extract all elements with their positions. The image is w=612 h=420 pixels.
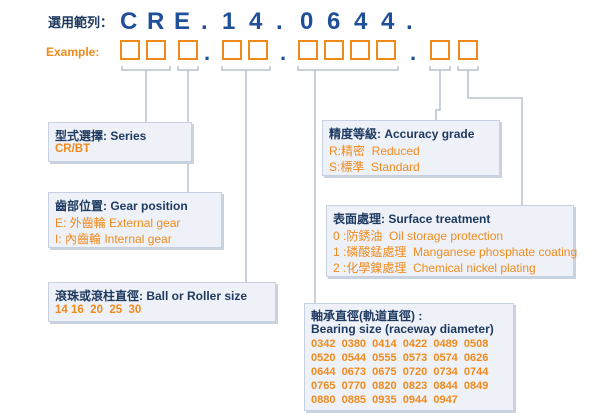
code-box xyxy=(458,40,478,60)
code-char: E xyxy=(174,8,192,35)
surface-option-2: 2 :化學鎳處理 Chemical nickel plating xyxy=(333,261,536,275)
code-char: 1 xyxy=(222,8,237,35)
ball-size-title: 滾珠或滾柱直徑: Ball or Roller size xyxy=(55,289,248,303)
code-char: 4 xyxy=(249,8,264,35)
gear-option-internal: I: 內齒輪 Internal gear xyxy=(55,232,172,246)
bearing-size-panel: 軸承直徑(軌道直徑) : Bearing size (raceway diame… xyxy=(304,303,514,411)
ball-size-values: 14 16 20 25 30 xyxy=(55,304,142,316)
separator-dot: . xyxy=(280,40,287,65)
bearing-row: 0342 0380 0414 0422 0489 0508 xyxy=(311,338,489,350)
code-box xyxy=(222,40,242,60)
ball-size-panel: 滾珠或滾柱直徑: Ball or Roller size 14 16 20 25… xyxy=(48,282,276,322)
code-box xyxy=(298,40,318,60)
example-label: Example: xyxy=(46,45,100,59)
code-box xyxy=(376,40,396,60)
code-char: . xyxy=(201,8,209,35)
code-char: 0 xyxy=(300,8,315,35)
bearing-title-zh: 軸承直徑(軌道直徑) : xyxy=(311,309,423,323)
gear-option-external: E: 外齒輪 External gear xyxy=(55,216,181,230)
bearing-title-en: Bearing size (raceway diameter) xyxy=(311,322,494,336)
surface-panel: 表面處理: Surface treatment 0 :防銹油 Oil stora… xyxy=(326,205,578,277)
series-title: 型式選擇: Series xyxy=(55,129,147,143)
code-box xyxy=(178,40,198,60)
accuracy-option-reduced: R:精密 Reduced xyxy=(329,144,420,158)
code-box xyxy=(324,40,344,60)
accuracy-option-standard: S:標準 Standard xyxy=(329,160,420,174)
code-char: R xyxy=(147,8,166,35)
code-char: 4 xyxy=(354,8,369,35)
separator-dot: . xyxy=(410,40,417,65)
code-char: . xyxy=(276,8,284,35)
code-char: . xyxy=(406,8,414,35)
bearing-row: 0880 0885 0935 0944 0947 xyxy=(311,394,458,406)
gear-title: 齒部位置: Gear position xyxy=(55,199,188,213)
example-code-label: 選用範列： xyxy=(48,15,114,30)
code-box xyxy=(248,40,268,60)
bearing-row: 0520 0544 0555 0573 0574 0626 xyxy=(311,352,489,364)
bearing-row: 0644 0673 0675 0720 0734 0744 xyxy=(311,366,489,378)
series-panel: 型式選擇: Series CR/BT xyxy=(48,122,192,162)
gear-panel: 齒部位置: Gear position E: 外齒輪 External gear… xyxy=(48,192,222,248)
code-box xyxy=(430,40,450,60)
surface-option-1: 1 :磷酸錳處理 Manganese phosphate coating xyxy=(333,245,578,259)
surface-option-0: 0 :防銹油 Oil storage protection xyxy=(333,229,504,243)
surface-title: 表面處理: Surface treatment xyxy=(333,212,491,226)
code-box xyxy=(146,40,166,60)
separator-dot: . xyxy=(204,40,211,65)
code-char: C xyxy=(120,8,139,35)
code-char: 4 xyxy=(381,8,396,35)
code-char: 6 xyxy=(327,8,342,35)
series-value: CR/BT xyxy=(55,143,91,155)
code-box xyxy=(120,40,140,60)
bearing-row: 0765 0770 0820 0823 0844 0849 xyxy=(311,380,489,392)
accuracy-panel: 精度等級: Accuracy grade R:精密 Reduced S:標準 S… xyxy=(322,120,500,176)
accuracy-title: 精度等級: Accuracy grade xyxy=(329,127,475,141)
code-box xyxy=(350,40,370,60)
